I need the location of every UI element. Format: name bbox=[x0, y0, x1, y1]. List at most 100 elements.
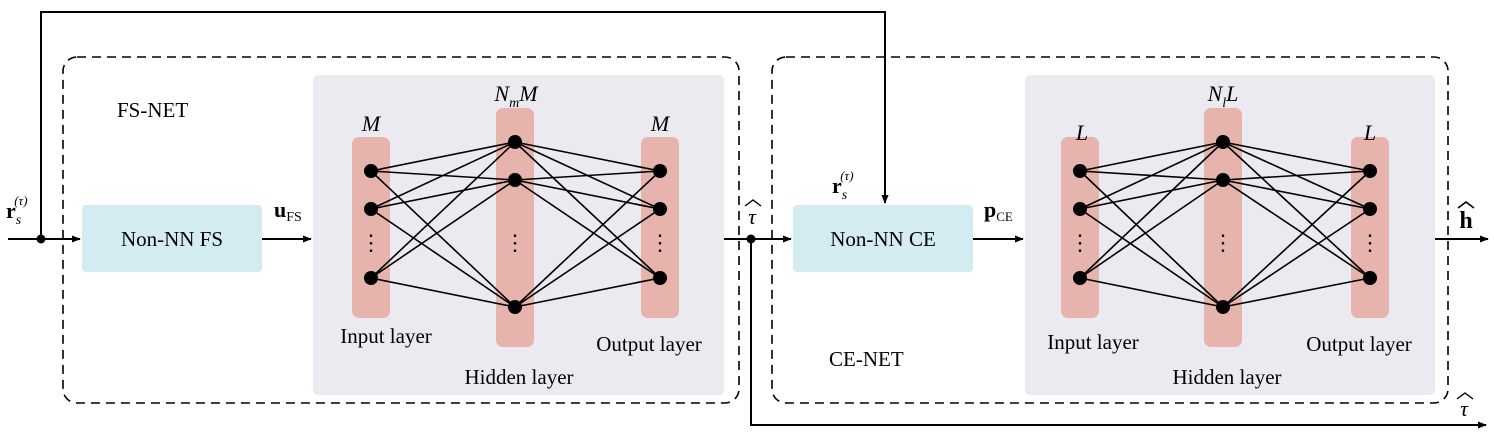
feedback-signal-label: rs(τ) bbox=[832, 168, 854, 203]
fs-edge bbox=[514, 208, 661, 308]
ce-hidden-node bbox=[1216, 300, 1230, 314]
fs-net-title: FS-NET bbox=[117, 98, 188, 122]
ce-layer-bars bbox=[1061, 108, 1389, 347]
ce-edge bbox=[1222, 277, 1371, 308]
ce-input-ellipsis: ⋮ bbox=[1069, 230, 1091, 255]
ce-input-layer-bar bbox=[1061, 137, 1099, 318]
fs-input-ellipsis: ⋮ bbox=[360, 230, 382, 255]
fs-hidden-node bbox=[508, 173, 522, 187]
ce-edge bbox=[1079, 141, 1224, 172]
ce-output-ellipsis: ⋮ bbox=[1359, 230, 1381, 255]
non-nn-fs-label: Non-NN FS bbox=[121, 227, 223, 251]
fs-input-node bbox=[364, 271, 378, 285]
ce-net-title: CE-NET bbox=[829, 347, 904, 371]
ce-edge bbox=[1079, 179, 1224, 210]
fs-output-node bbox=[653, 202, 667, 216]
fs-hidden-node bbox=[508, 135, 522, 149]
ce-edge bbox=[1222, 170, 1371, 308]
ce-hidden-ellipsis: ⋮ bbox=[1212, 230, 1234, 255]
fs-edge bbox=[514, 141, 661, 279]
ce-output-node bbox=[1363, 271, 1377, 285]
h-hat-hat bbox=[1457, 201, 1475, 209]
fs-edge bbox=[370, 141, 516, 210]
fs-edge bbox=[370, 141, 516, 172]
fs-edge bbox=[514, 141, 661, 172]
ce-net-dashed-box bbox=[771, 56, 1449, 404]
ce-edge bbox=[1079, 141, 1224, 210]
fs-edge bbox=[514, 170, 661, 308]
tau-hat-out-label: τ bbox=[1460, 396, 1469, 421]
fs-net-dashed-box bbox=[62, 56, 740, 404]
fs-hidden-size: NmM bbox=[493, 81, 539, 111]
ce-input-layer-label: Input layer bbox=[1047, 330, 1139, 354]
p-ce-label: pCE bbox=[984, 197, 1013, 224]
non-nn-fs-block bbox=[82, 205, 262, 272]
ce-input-node bbox=[1073, 202, 1087, 216]
input-signal-label: rs(τ) bbox=[6, 193, 28, 228]
fs-input-node bbox=[364, 202, 378, 216]
ce-input-size: L bbox=[1075, 120, 1088, 145]
ce-edge bbox=[1079, 170, 1224, 308]
ce-hidden-node bbox=[1216, 135, 1230, 149]
tau-hat-mid-hat bbox=[744, 199, 762, 207]
ce-output-layer-bar bbox=[1351, 137, 1389, 318]
ce-output-node bbox=[1363, 164, 1377, 178]
ce-input-node bbox=[1073, 271, 1087, 285]
fs-layer-bars bbox=[352, 108, 679, 347]
ce-hidden-node bbox=[1216, 173, 1230, 187]
ce-edge bbox=[1079, 208, 1224, 308]
fs-network-edges bbox=[370, 141, 661, 308]
fs-hidden-node bbox=[508, 300, 522, 314]
fs-edge bbox=[370, 170, 516, 308]
ce-edge bbox=[1079, 179, 1224, 279]
fs-edge bbox=[370, 277, 516, 308]
fs-input-layer-bar bbox=[352, 137, 390, 318]
ce-input-node bbox=[1073, 164, 1087, 178]
ce-edge bbox=[1222, 170, 1371, 181]
ce-edge bbox=[1222, 179, 1371, 279]
fs-output-layer-label: Output layer bbox=[596, 332, 702, 356]
tau-output-line bbox=[750, 239, 1487, 429]
fs-input-layer-label: Input layer bbox=[340, 324, 432, 348]
tau-hat-mid-label: τ bbox=[748, 204, 757, 229]
h-hat-label: h bbox=[1459, 208, 1472, 234]
non-nn-ce-label: Non-NN CE bbox=[830, 227, 936, 251]
ce-network-nodes: ⋮ ⋮ ⋮ bbox=[1069, 135, 1381, 314]
fs-hidden-layer-label: Hidden layer bbox=[464, 365, 573, 389]
ce-hidden-layer-label: Hidden layer bbox=[1172, 365, 1281, 389]
fs-network-nodes: ⋮ ⋮ ⋮ bbox=[360, 135, 671, 314]
ce-edge bbox=[1222, 179, 1371, 210]
non-nn-ce-block bbox=[793, 205, 973, 272]
ce-edge bbox=[1222, 141, 1371, 172]
fs-output-size: M bbox=[650, 111, 671, 136]
fs-edge bbox=[514, 179, 661, 210]
fs-input-size: M bbox=[361, 111, 382, 136]
ce-output-node bbox=[1363, 202, 1377, 216]
fs-output-ellipsis: ⋮ bbox=[649, 230, 671, 255]
fs-edge bbox=[370, 179, 516, 210]
fs-output-node bbox=[653, 271, 667, 285]
fs-input-node bbox=[364, 164, 378, 178]
fs-output-node bbox=[653, 164, 667, 178]
fs-edge bbox=[514, 277, 661, 308]
ce-hidden-layer-bar bbox=[1204, 108, 1242, 347]
ce-edge bbox=[1222, 208, 1371, 308]
ce-edge bbox=[1079, 141, 1224, 279]
fs-hidden-layer-bar bbox=[496, 108, 534, 347]
ce-output-layer-label: Output layer bbox=[1306, 332, 1412, 356]
fs-edge bbox=[370, 141, 516, 279]
fs-output-layer-bar bbox=[641, 137, 679, 318]
feedback-line bbox=[40, 11, 889, 239]
tau-hat-out-hat bbox=[1456, 392, 1474, 400]
fs-edge bbox=[514, 179, 661, 279]
fs-hidden-ellipsis: ⋮ bbox=[504, 230, 526, 255]
ce-output-size: L bbox=[1363, 120, 1376, 145]
fs-edge bbox=[514, 170, 661, 181]
fs-edge bbox=[370, 208, 516, 308]
ce-edge bbox=[1222, 141, 1371, 279]
u-fs-label: uFS bbox=[274, 197, 302, 225]
ce-edge bbox=[1079, 277, 1224, 308]
ce-network-edges bbox=[1079, 141, 1371, 308]
fs-edge bbox=[370, 179, 516, 279]
